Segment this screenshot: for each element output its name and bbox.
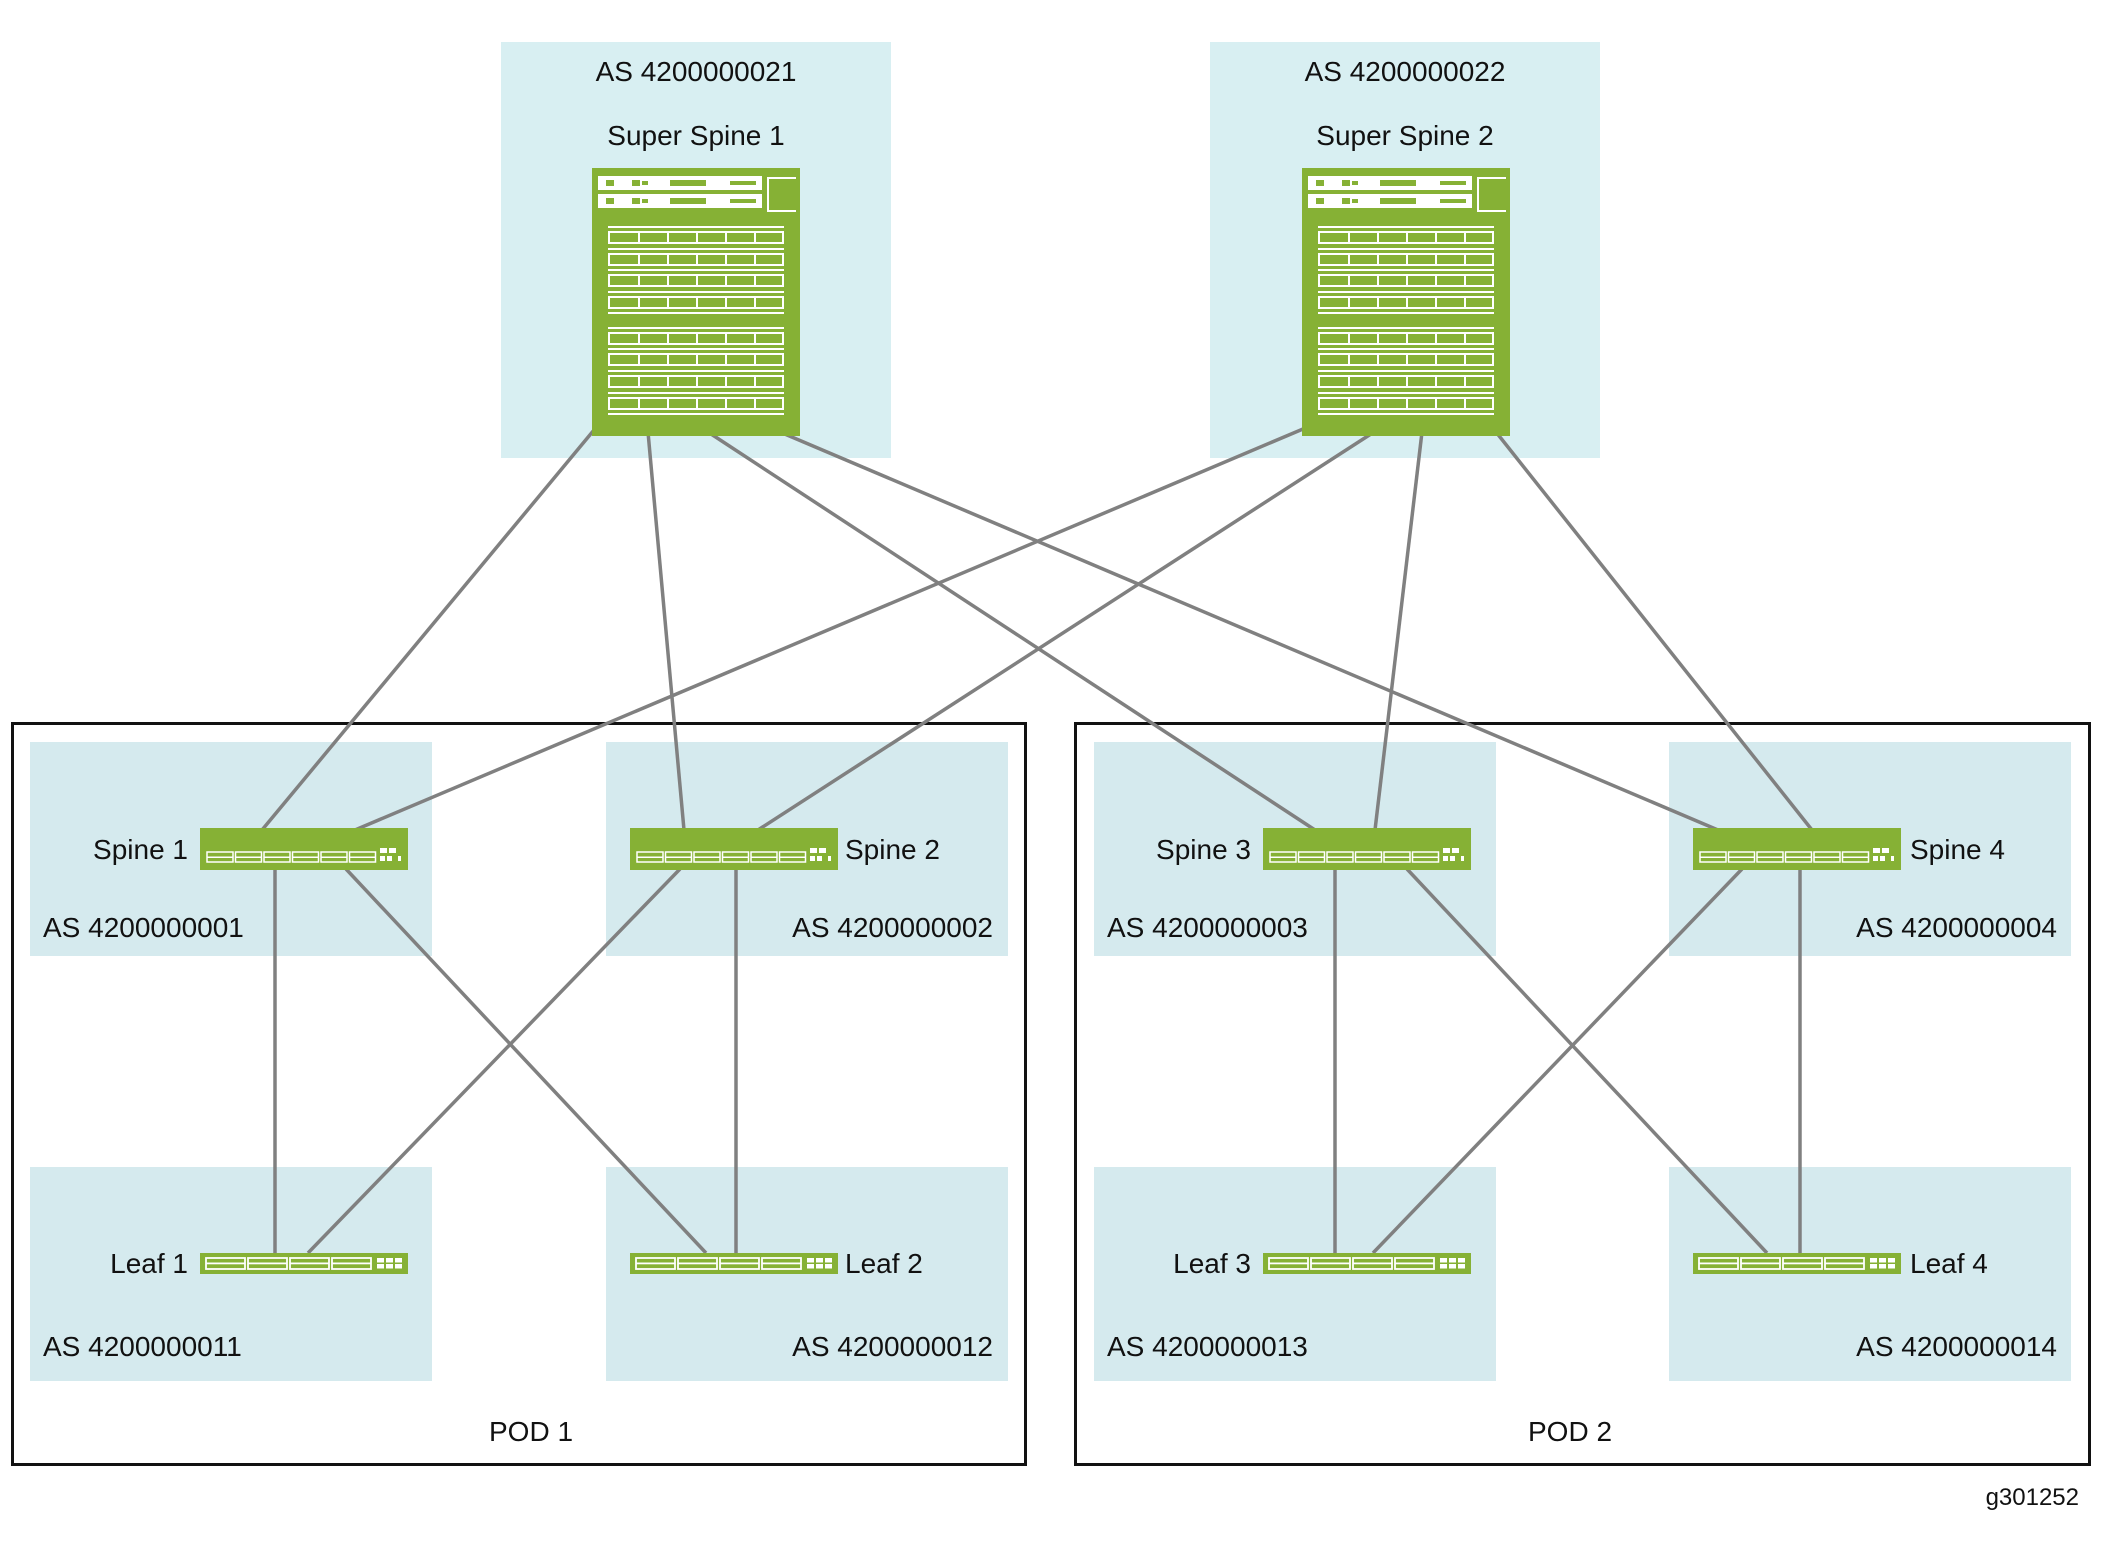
spine-1-switch-icon [200, 828, 408, 870]
link-ss2-spine4 [1494, 430, 1814, 832]
leaf-2-switch-icon [630, 1253, 838, 1274]
super-spine-1-name: Super Spine 1 [607, 120, 785, 151]
spine-3-as: AS 4200000003 [1107, 912, 1308, 943]
leaf-3-as: AS 4200000013 [1107, 1331, 1308, 1362]
pod-2-frame [1074, 722, 2091, 1466]
link-ss2-spine1 [354, 427, 1304, 832]
link-ss2-spine3 [1373, 431, 1424, 831]
leaf-2-as: AS 4200000012 [792, 1331, 993, 1362]
link-ss1-spine1 [260, 428, 596, 832]
leaf-2-zone [606, 1167, 1008, 1381]
link-ss2-spine2 [757, 430, 1375, 832]
leaf-3-name: Leaf 3 [1173, 1248, 1251, 1279]
leaf-2-name: Leaf 2 [845, 1248, 923, 1279]
spine-2-as: AS 4200000002 [792, 912, 993, 943]
leaf-4-name: Leaf 4 [1910, 1248, 1988, 1279]
spine-1-name: Spine 1 [93, 834, 188, 865]
leaf-4-switch-icon [1693, 1253, 1901, 1274]
spine-4-as: AS 4200000004 [1856, 912, 2057, 943]
leaf-3-switch-icon [1263, 1253, 1471, 1274]
link-spine3-leaf4 [1405, 867, 1769, 1255]
link-ss1-spine2 [646, 431, 686, 831]
pod-2-label: POD 2 [1527, 1416, 1613, 1447]
super-spine-1-as: AS 4200000021 [595, 56, 797, 87]
leaf-4-zone [1669, 1167, 2071, 1381]
leaf-1-zone [30, 1167, 432, 1381]
leaf-1-as: AS 4200000011 [43, 1331, 242, 1362]
link-ss1-spine4 [779, 430, 1719, 832]
spine-2-name: Spine 2 [845, 834, 940, 865]
super-spine-1-chassis-icon [592, 168, 800, 436]
pod-1-label: POD 1 [488, 1416, 574, 1447]
leaf-4-as: AS 4200000014 [1856, 1331, 2057, 1362]
spine-4-name: Spine 4 [1910, 834, 2005, 865]
link-spine2-leaf1 [306, 867, 682, 1255]
spine-1-as: AS 4200000001 [43, 912, 244, 943]
link-spine4-leaf3 [1371, 867, 1744, 1255]
leaf-1-name: Leaf 1 [110, 1248, 188, 1279]
spine-2-switch-icon [630, 828, 838, 870]
spine-4-switch-icon [1693, 828, 1901, 870]
figure-id: g301252 [1985, 1484, 2079, 1511]
pod-1-frame [11, 722, 1027, 1466]
super-spine-2-as: AS 4200000022 [1304, 56, 1506, 87]
link-ss1-spine3 [707, 430, 1316, 832]
leaf-3-zone [1094, 1167, 1496, 1381]
link-spine1-leaf2 [344, 867, 708, 1255]
spine-3-switch-icon [1263, 828, 1471, 870]
super-spine-2-name: Super Spine 2 [1316, 120, 1494, 151]
leaf-1-switch-icon [200, 1253, 408, 1274]
super-spine-2-chassis-icon [1302, 168, 1510, 436]
spine-3-name: Spine 3 [1156, 834, 1251, 865]
